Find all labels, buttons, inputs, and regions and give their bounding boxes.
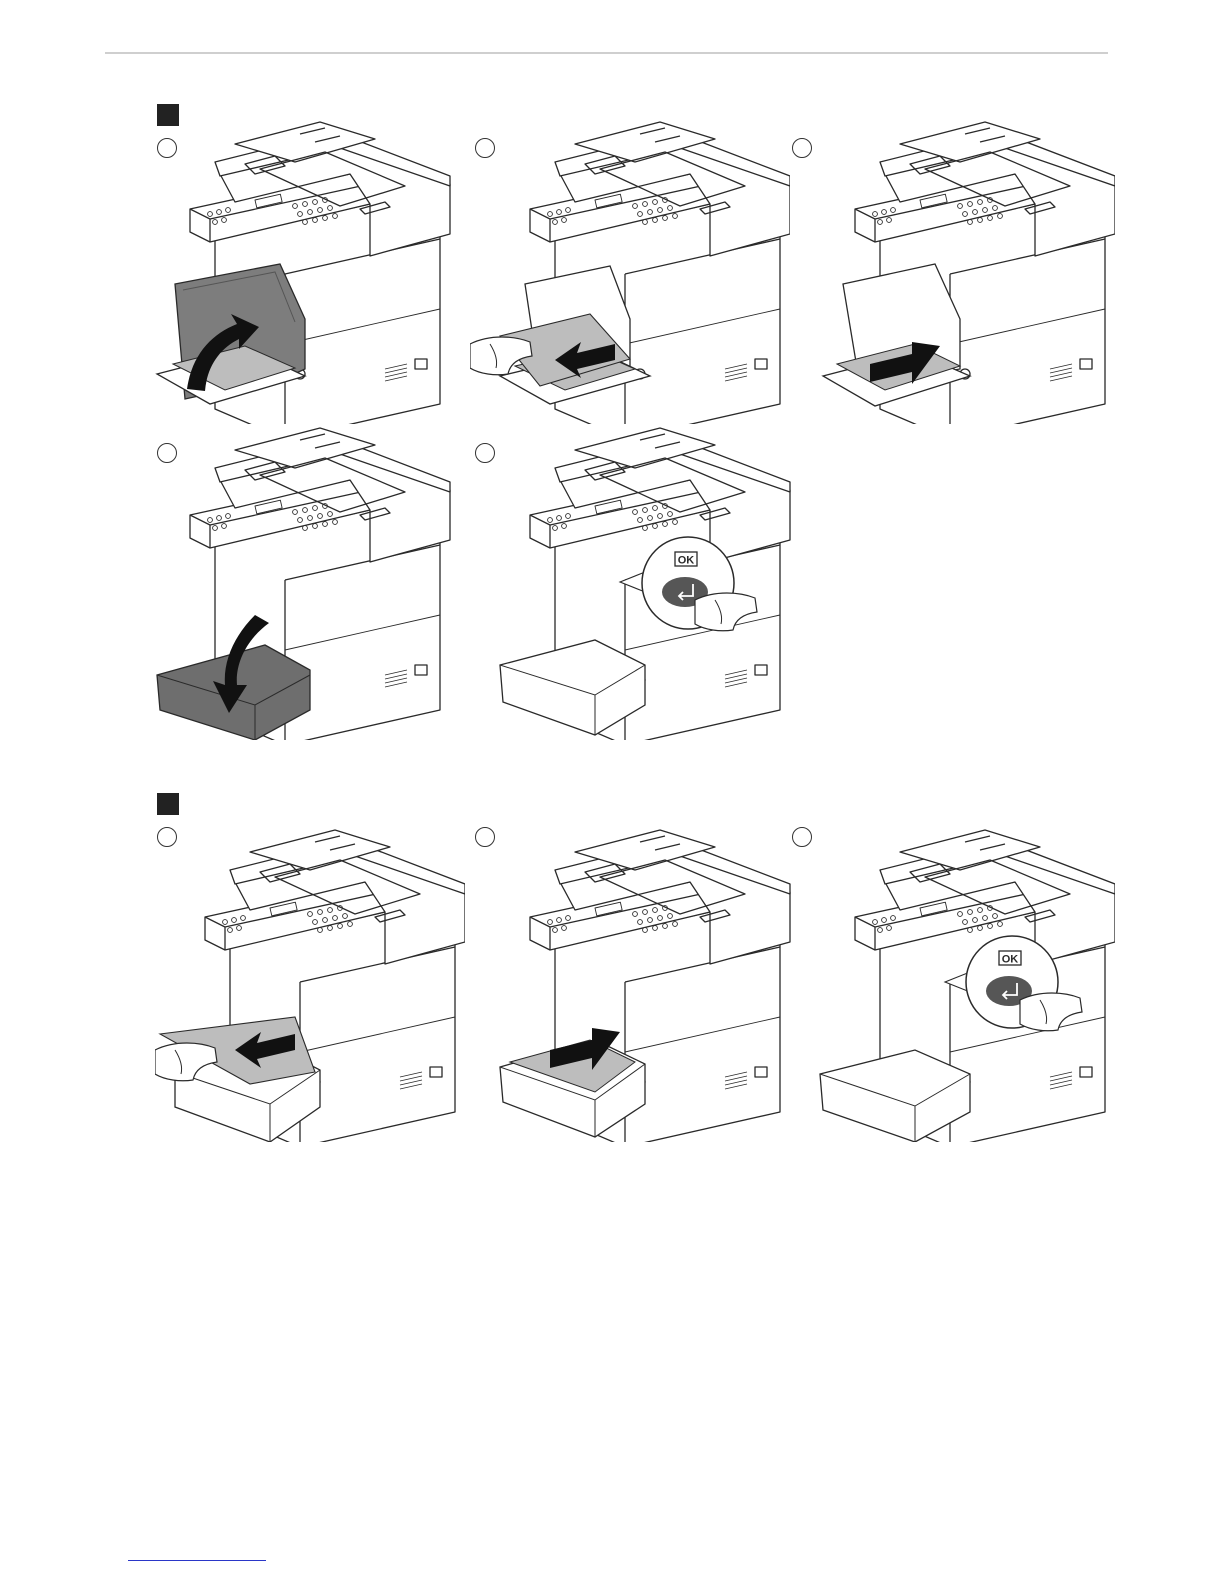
- header-rule: [105, 52, 1108, 54]
- step-b1-illustration: [155, 822, 465, 1142]
- step-3-circle: [792, 138, 812, 158]
- step-b3-circle: [792, 827, 812, 847]
- step-b2-circle: [475, 827, 495, 847]
- ok-label: OK: [1002, 954, 1019, 966]
- step-a3-illustration: [815, 114, 1115, 424]
- ok-label: OK: [678, 555, 695, 567]
- step-5-circle: [475, 443, 495, 463]
- footer-link-underline[interactable]: [128, 1560, 266, 1561]
- step-a2-illustration: [470, 114, 790, 424]
- step-b3-illustration: OK: [815, 822, 1115, 1142]
- section-b-marker: [157, 793, 179, 815]
- step-b2-illustration: [495, 822, 795, 1142]
- step-a4-illustration: [155, 420, 455, 740]
- step-a1-illustration: [155, 114, 455, 424]
- step-a5-illustration: OK: [495, 420, 795, 740]
